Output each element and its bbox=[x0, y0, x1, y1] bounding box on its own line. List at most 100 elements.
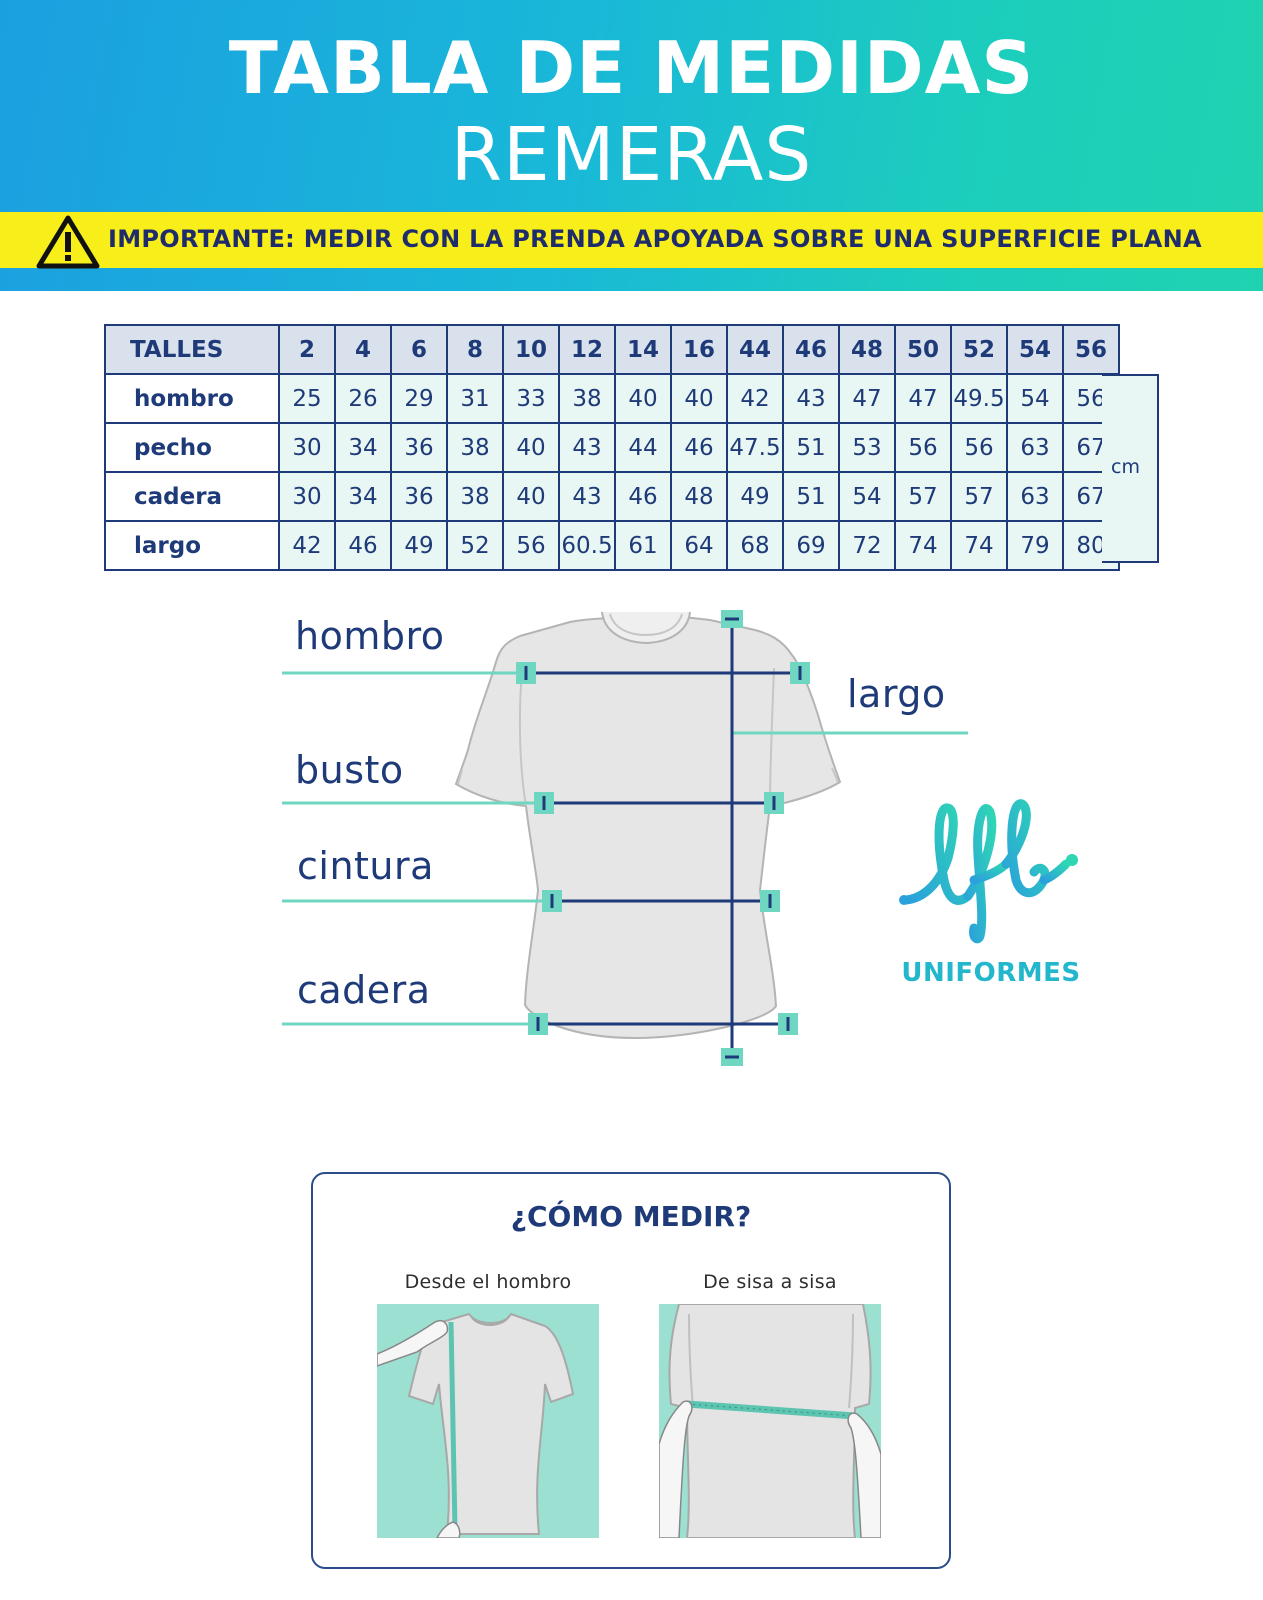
size-header: 16 bbox=[670, 324, 728, 375]
table-cell: 56 bbox=[502, 520, 560, 571]
size-header: 56 bbox=[1062, 324, 1120, 375]
table-cell: 43 bbox=[558, 422, 616, 473]
table-cell: 46 bbox=[670, 422, 728, 473]
table-cell: 60.5 bbox=[558, 520, 616, 571]
warning-text: IMPORTANTE: MEDIR CON LA PRENDA APOYADA … bbox=[108, 225, 1202, 253]
size-header: 8 bbox=[446, 324, 504, 375]
size-header: 48 bbox=[838, 324, 896, 375]
table-cell: 49 bbox=[726, 471, 784, 522]
table-cell: 52 bbox=[446, 520, 504, 571]
shirt-illustration bbox=[282, 610, 968, 1066]
table-cell: 40 bbox=[670, 373, 728, 424]
table-cell: 63 bbox=[1006, 471, 1064, 522]
table-cell: 43 bbox=[558, 471, 616, 522]
table-row: cadera 30 34 36 38 40 43 46 48 49 51 54 … bbox=[104, 471, 1120, 522]
unit-box: cm bbox=[1102, 374, 1159, 563]
table-cell: 49 bbox=[390, 520, 448, 571]
how-to-measure-panel: ¿CÓMO MEDIR? Desde el hombro De sisa a s… bbox=[311, 1172, 951, 1569]
shoulder-measure-illustration bbox=[377, 1312, 575, 1538]
table-cell: 69 bbox=[782, 520, 840, 571]
table-cell: 74 bbox=[894, 520, 952, 571]
armpit-measure-image bbox=[659, 1304, 881, 1538]
table-cell: 56 bbox=[950, 422, 1008, 473]
table-row: pecho 30 34 36 38 40 43 44 46 47.5 51 53… bbox=[104, 422, 1120, 473]
table-cell: 42 bbox=[278, 520, 336, 571]
table-cell: 36 bbox=[390, 471, 448, 522]
table-cell: 43 bbox=[782, 373, 840, 424]
shirt-diagram: hombro largo busto cintura cadera bbox=[270, 600, 970, 1070]
size-header: 44 bbox=[726, 324, 784, 375]
size-header: 10 bbox=[502, 324, 560, 375]
table-cell: 25 bbox=[278, 373, 336, 424]
table-cell: 72 bbox=[838, 520, 896, 571]
row-label: hombro bbox=[104, 373, 280, 424]
size-table: TALLES 2 4 6 8 10 12 14 16 44 46 48 50 5… bbox=[104, 324, 1120, 571]
table-cell: 51 bbox=[782, 471, 840, 522]
brand-logo: UNIFORMES bbox=[896, 780, 1086, 990]
table-cell: 34 bbox=[334, 471, 392, 522]
row-label: largo bbox=[104, 520, 280, 571]
size-header: 50 bbox=[894, 324, 952, 375]
size-header: 4 bbox=[334, 324, 392, 375]
table-cell: 49.5 bbox=[950, 373, 1008, 424]
table-cell: 29 bbox=[390, 373, 448, 424]
table-cell: 44 bbox=[614, 422, 672, 473]
table-cell: 74 bbox=[950, 520, 1008, 571]
page-title: TABLA DE MEDIDAS bbox=[228, 26, 1035, 110]
table-cell: 64 bbox=[670, 520, 728, 571]
table-cell: 68 bbox=[726, 520, 784, 571]
label-busto: busto bbox=[295, 748, 404, 792]
warning-triangle-icon bbox=[36, 215, 100, 269]
size-header: 46 bbox=[782, 324, 840, 375]
lfb-script-logo-icon bbox=[899, 799, 1078, 944]
table-row: hombro 25 26 29 31 33 38 40 40 42 43 47 … bbox=[104, 373, 1120, 424]
table-cell: 46 bbox=[614, 471, 672, 522]
table-cell: 46 bbox=[334, 520, 392, 571]
table-cell: 36 bbox=[390, 422, 448, 473]
table-cell: 30 bbox=[278, 422, 336, 473]
table-cell: 40 bbox=[614, 373, 672, 424]
table-row: largo 42 46 49 52 56 60.5 61 64 68 69 72… bbox=[104, 520, 1120, 571]
table-cell: 54 bbox=[838, 471, 896, 522]
table-cell: 40 bbox=[502, 422, 560, 473]
table-cell: 51 bbox=[782, 422, 840, 473]
label-cadera: cadera bbox=[297, 968, 431, 1012]
table-header-row: TALLES 2 4 6 8 10 12 14 16 44 46 48 50 5… bbox=[104, 324, 1120, 375]
table-cell: 47 bbox=[894, 373, 952, 424]
caption-shoulder: Desde el hombro bbox=[404, 1271, 572, 1293]
table-cell: 53 bbox=[838, 422, 896, 473]
table-cell: 47 bbox=[838, 373, 896, 424]
how-to-title: ¿CÓMO MEDIR? bbox=[510, 1200, 752, 1233]
shoulder-measure-image bbox=[377, 1304, 599, 1538]
table-cell: 79 bbox=[1006, 520, 1064, 571]
table-cell: 47.5 bbox=[726, 422, 784, 473]
size-header: 2 bbox=[278, 324, 336, 375]
table-cell: 61 bbox=[614, 520, 672, 571]
table-cell: 38 bbox=[558, 373, 616, 424]
table-cell: 40 bbox=[502, 471, 560, 522]
page-subtitle: REMERAS bbox=[450, 112, 813, 198]
armpit-measure-illustration bbox=[659, 1304, 881, 1538]
size-header: 6 bbox=[390, 324, 448, 375]
label-cintura: cintura bbox=[297, 844, 434, 888]
label-hombro: hombro bbox=[295, 614, 445, 658]
table-cell: 30 bbox=[278, 471, 336, 522]
table-cell: 31 bbox=[446, 373, 504, 424]
row-label: cadera bbox=[104, 471, 280, 522]
table-cell: 33 bbox=[502, 373, 560, 424]
table-cell: 48 bbox=[670, 471, 728, 522]
size-header: 52 bbox=[950, 324, 1008, 375]
logo-text: UNIFORMES bbox=[901, 958, 1081, 988]
label-largo: largo bbox=[847, 672, 946, 716]
unit-label: cm bbox=[1111, 456, 1140, 478]
table-cell: 57 bbox=[894, 471, 952, 522]
caption-armpit: De sisa a sisa bbox=[703, 1271, 837, 1293]
table-cell: 38 bbox=[446, 422, 504, 473]
row-label: pecho bbox=[104, 422, 280, 473]
table-cell: 57 bbox=[950, 471, 1008, 522]
table-cell: 26 bbox=[334, 373, 392, 424]
table-header-label: TALLES bbox=[104, 324, 280, 375]
table-cell: 42 bbox=[726, 373, 784, 424]
table-cell: 34 bbox=[334, 422, 392, 473]
table-cell: 54 bbox=[1006, 373, 1064, 424]
